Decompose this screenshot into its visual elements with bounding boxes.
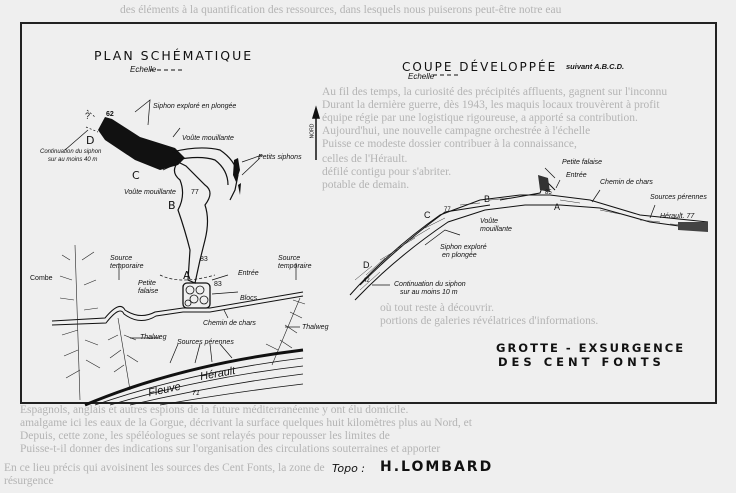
bleed-group-bottom: Espagnols, anglais et autres espions de … bbox=[20, 404, 730, 456]
coupe-continuation: Continuation du siphon bbox=[394, 281, 466, 288]
coupe-letter-d: D bbox=[363, 260, 370, 270]
coupe-subtitle: suivant A.B.C.D. bbox=[566, 62, 625, 71]
plan-north-label: NORD bbox=[309, 123, 316, 139]
coupe-scale: Echelle bbox=[408, 72, 435, 81]
entree-label: Entrée bbox=[238, 270, 259, 277]
depth-77: 77 bbox=[191, 189, 199, 196]
petits-siphons bbox=[233, 158, 241, 195]
depth-83b: 83 bbox=[214, 281, 222, 288]
coupe-letter-a: A bbox=[554, 202, 561, 212]
coupe-chemin: Chemin de chars bbox=[600, 179, 653, 186]
blocs-boulders bbox=[184, 285, 209, 307]
continuation-label: Continuation du siphon bbox=[40, 149, 102, 155]
bleed-line: amalgame ici les eaux de la Gorgue, décr… bbox=[20, 417, 472, 429]
combe-label: Combe bbox=[30, 275, 53, 282]
river-banks bbox=[84, 348, 304, 407]
bleed-line: portions de galeries révélatrices d'info… bbox=[380, 315, 599, 327]
coupe-depth-77: 77 bbox=[444, 207, 451, 213]
letter-c: C bbox=[132, 169, 140, 182]
coupe-hatching bbox=[354, 197, 701, 291]
coupe-herault: Hérault. 77 bbox=[660, 213, 695, 220]
bleed-line: Puisse ce modeste dossier contribuer à l… bbox=[322, 138, 577, 150]
letter-a: A bbox=[183, 269, 191, 282]
coupe-leader-lines bbox=[372, 167, 656, 286]
bleed-line: des éléments à la quantification des res… bbox=[120, 4, 562, 16]
bleed-line: Depuis, cette zone, les spéléologues se … bbox=[20, 430, 390, 442]
voute-label-1: Voûte mouillante bbox=[182, 135, 234, 142]
source-temp-left: Source temporaire bbox=[110, 255, 144, 270]
bleed-group-inner: Au fil des temps, la curiosité des préci… bbox=[322, 86, 710, 151]
depth-71: 71 bbox=[192, 390, 200, 397]
gallery-b bbox=[173, 161, 211, 284]
coupe-siphon-2: en plongée bbox=[442, 252, 477, 259]
north-arrow bbox=[311, 105, 321, 160]
figure-frame bbox=[20, 22, 717, 404]
bleed-line: Espagnols, anglais et autres espions de … bbox=[20, 404, 409, 416]
bleed-line: Durant la dernière guerre, dès 1943, les… bbox=[322, 99, 660, 111]
continuation-label-2: sur au moins 40 m bbox=[48, 157, 98, 163]
plan-scale: Echelle bbox=[130, 65, 157, 74]
credit-author: H.LOMBARD bbox=[380, 459, 494, 475]
plan-title: PLAN SCHÉMATIQUE bbox=[94, 48, 254, 63]
valley-hatching bbox=[59, 244, 306, 401]
coupe-depth-42: 42 bbox=[363, 278, 370, 284]
falaise-cliff bbox=[538, 175, 550, 192]
thalweg-left: Thalweg bbox=[140, 334, 167, 341]
blocs-label: Blocs bbox=[240, 295, 258, 302]
caption-line-2: DES CENT FONTS bbox=[498, 355, 665, 369]
bleed-line: Aujourd'hui, une nouvelle campagne orche… bbox=[322, 125, 591, 137]
bleed-line: équipe régie par une logistique rigoureu… bbox=[322, 112, 638, 124]
chemin-label: Chemin de chars bbox=[203, 320, 256, 327]
coupe-siphon: Siphon exploré bbox=[440, 244, 487, 251]
siphon-gallery bbox=[98, 117, 185, 170]
letter-b: B bbox=[168, 199, 176, 212]
petits-siphons-label: Petits siphons bbox=[258, 154, 302, 161]
thalweg-right: Thalweg bbox=[302, 324, 329, 331]
letter-d: D bbox=[86, 134, 95, 147]
bleed-line: potable de demain. bbox=[322, 179, 410, 191]
coupe-sources: Sources pérennes bbox=[650, 194, 707, 201]
bleed-group-inner-2: celles de l'Hérault. défilé contigu pour… bbox=[322, 153, 532, 192]
river-section bbox=[678, 222, 708, 232]
depth-83a: 83 bbox=[200, 256, 208, 263]
bleed-group-top: des éléments à la quantification des res… bbox=[120, 4, 561, 17]
bleed-line: celles de l'Hérault. bbox=[322, 153, 408, 165]
coupe-profile bbox=[349, 179, 709, 301]
question-mark: ? bbox=[85, 111, 91, 121]
source-temp-right: Source temporaire bbox=[278, 255, 312, 270]
coupe-petite-falaise: Petite falaise bbox=[562, 159, 603, 166]
bleed-line: En ce lieu précis qui avoisinent les sou… bbox=[4, 462, 325, 487]
petite-falaise-label: Petite falaise bbox=[138, 280, 159, 295]
coupe-entree: Entrée bbox=[566, 172, 587, 179]
bleed-group-caption: où tout reste à découvrir. portions de g… bbox=[380, 302, 708, 328]
coupe-title: COUPE DÉVELOPPÉE bbox=[402, 60, 558, 74]
bleed-line: où tout reste à découvrir. bbox=[380, 302, 495, 314]
bleed-line: Puisse-t-il donner des indications sur l… bbox=[20, 443, 441, 455]
credit-prefix: Topo : bbox=[332, 462, 366, 475]
coupe-voute: Voûte mouillante bbox=[480, 218, 512, 233]
coupe-letter-b: B bbox=[484, 194, 491, 204]
depth-62: 62 bbox=[106, 111, 114, 118]
coupe-depth-85: 85 bbox=[545, 190, 552, 196]
bleed-group-credit-left: En ce lieu précis qui avoisinent les sou… bbox=[4, 462, 326, 488]
chemin-road bbox=[51, 291, 304, 326]
voute-label-2: Voûte mouillante bbox=[124, 189, 176, 196]
bleed-line: Au fil des temps, la curiosité des préci… bbox=[322, 86, 668, 98]
coupe-letter-c: C bbox=[424, 210, 431, 220]
coupe-continuation-2: sur au moins 10 m bbox=[400, 289, 458, 296]
caption-line-1: GROTTE - EXSURGENCE bbox=[496, 341, 686, 355]
sources-perennes-label: Sources pérennes bbox=[177, 339, 234, 346]
bleed-line: défilé contigu pour s'abriter. bbox=[322, 166, 452, 178]
leader-lines bbox=[64, 99, 300, 364]
siphon-explore-label: Siphon exploré en plongée bbox=[153, 103, 237, 110]
